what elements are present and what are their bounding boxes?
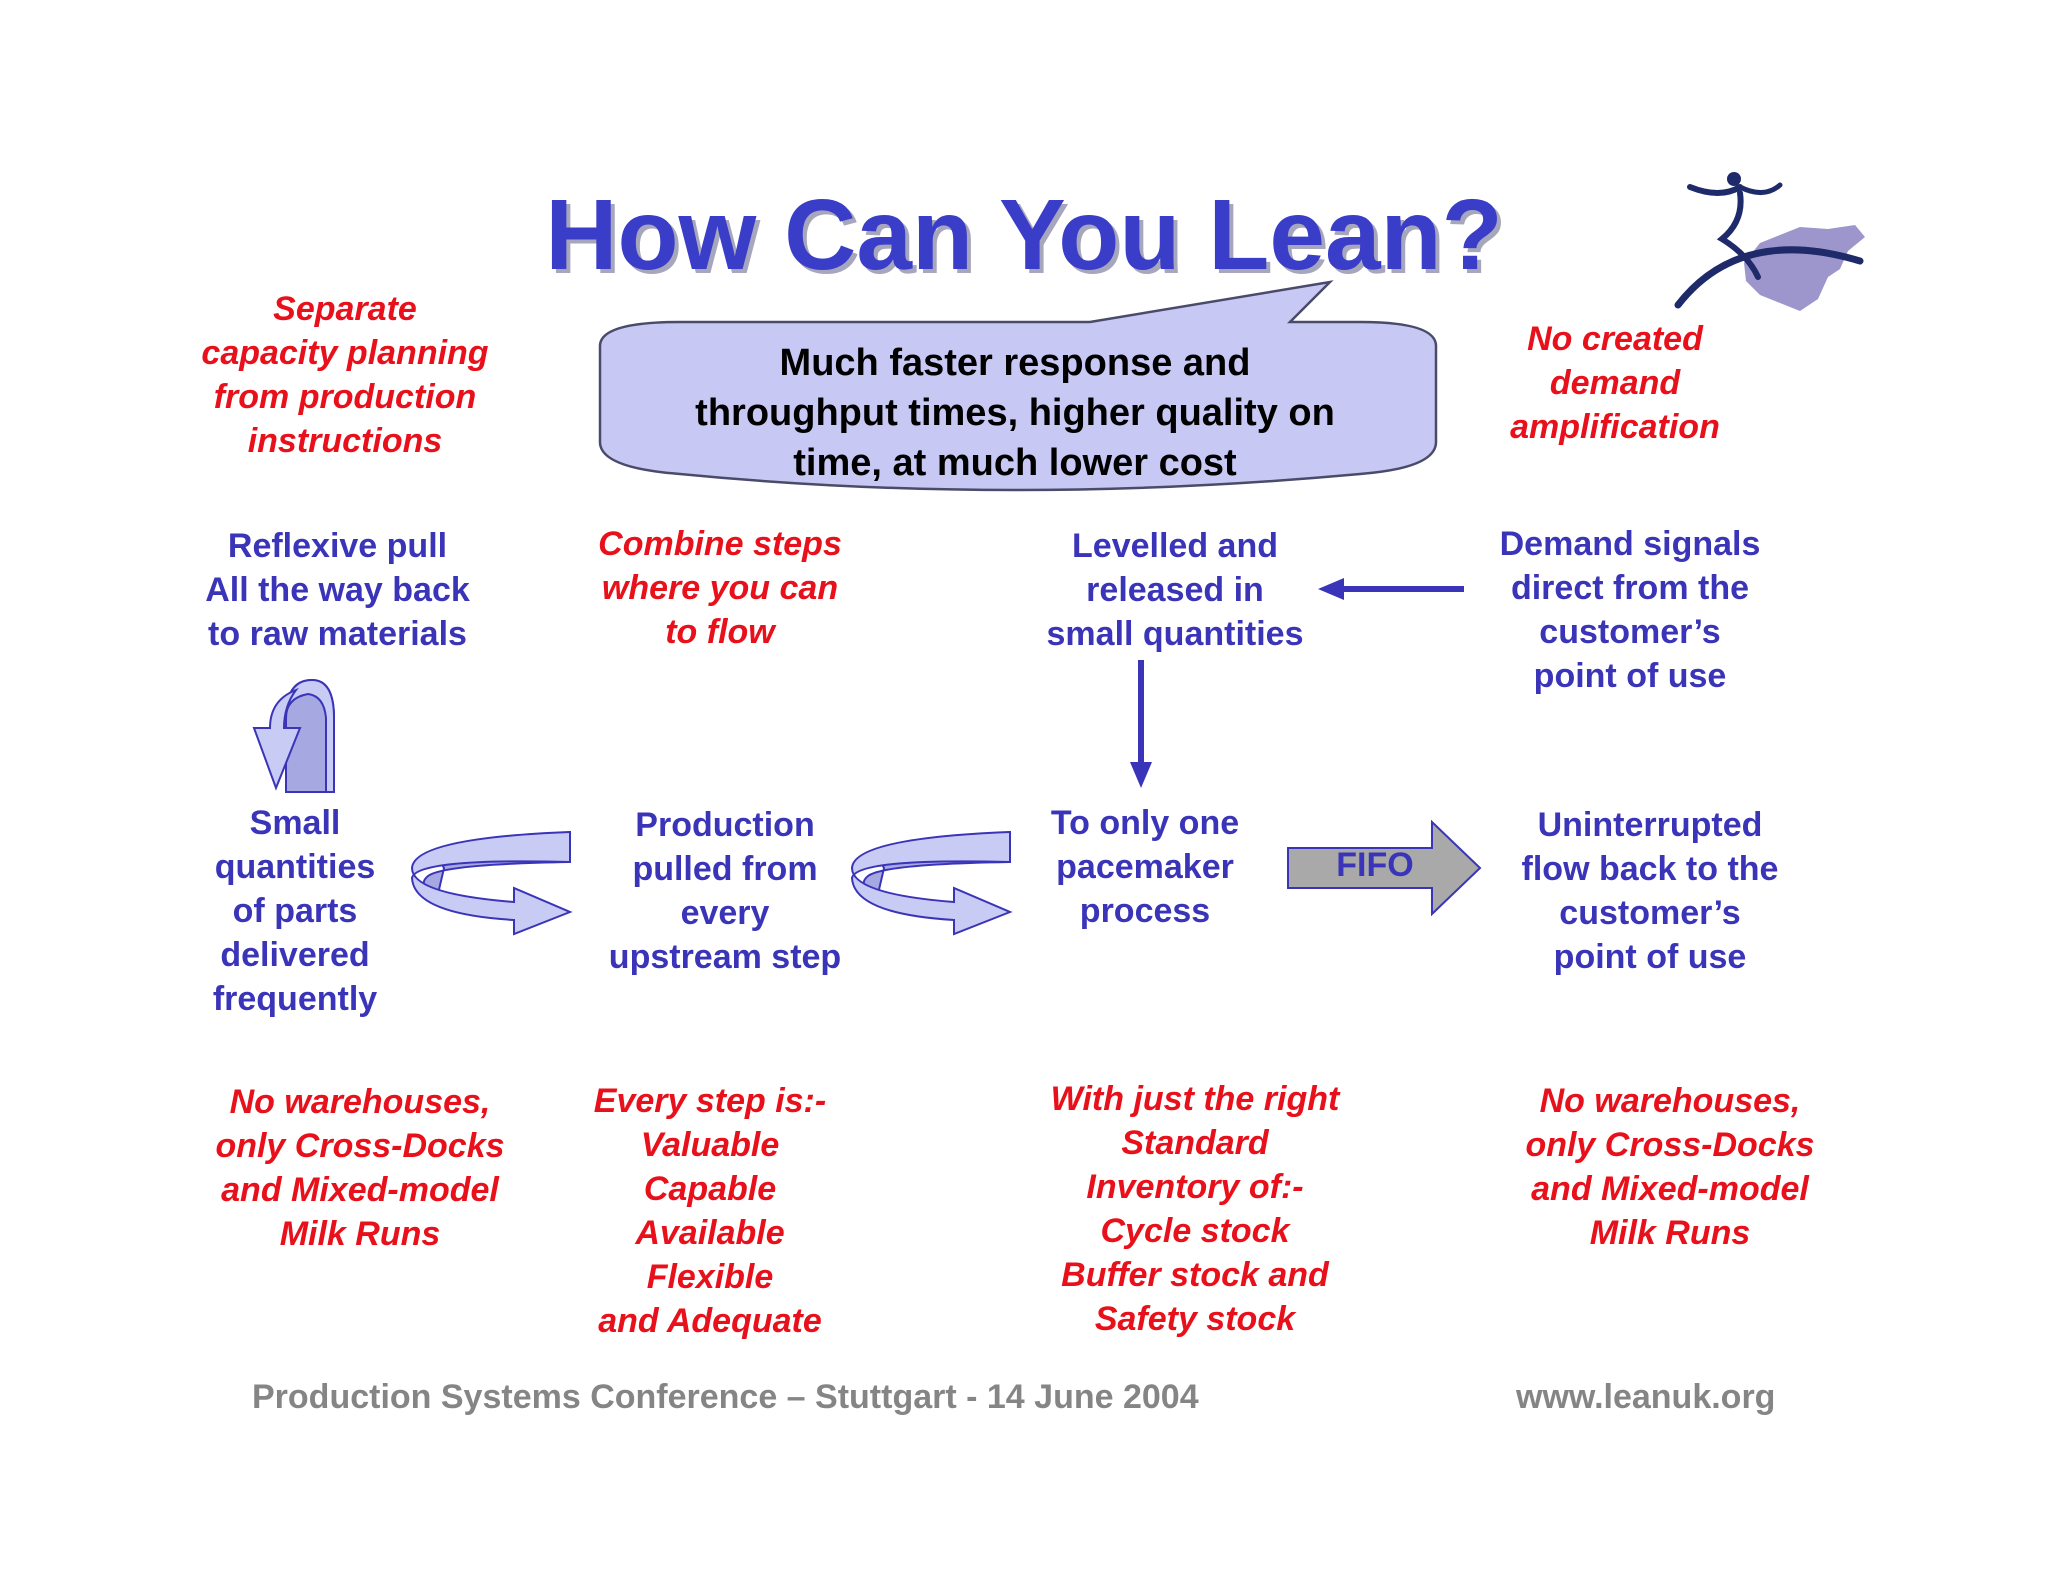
note-separate-capacity: Separate capacity planning from producti… [160,287,530,463]
note-line: and Mixed-model [1531,1170,1809,1208]
callout-text: Much faster response and throughput time… [610,338,1420,488]
note-line: Valuable [640,1126,780,1164]
left-arrow-icon [1318,578,1464,600]
callout-line: Much faster response and [779,342,1251,384]
note-line: only Cross-Docks [215,1127,505,1165]
node-line: customer’s [1539,613,1721,651]
note-line: No created [1527,320,1703,358]
note-line: Standard [1121,1124,1269,1162]
node-line: pacemaker [1056,848,1234,886]
node-uninterrupted-flow: Uninterrupted flow back to the customer’… [1490,803,1810,979]
node-pacemaker: To only one pacemaker process [1000,801,1290,933]
node-demand-signals: Demand signals direct from the customer’… [1470,522,1790,698]
note-standard-inventory: With just the right Standard Inventory o… [1030,1077,1360,1341]
node-line: Uninterrupted [1537,806,1763,844]
note-no-warehouses-left: No warehouses, only Cross-Docks and Mixe… [195,1080,525,1256]
note-line: No warehouses, [1539,1082,1801,1120]
lean-logo-icon [1674,172,1865,311]
note-line: demand [1549,364,1681,402]
note-line: from production [213,378,477,416]
node-line: every [680,894,770,932]
curved-flow-arrow-icon [410,830,573,936]
node-reflexive-pull: Reflexive pull All the way back to raw m… [170,524,505,656]
node-line: frequently [212,980,378,1018]
node-line: Levelled and [1072,527,1278,565]
node-line: quantities [214,848,376,886]
footer-conference: Production Systems Conference – Stuttgar… [252,1378,1199,1416]
note-line: Safety stock [1094,1300,1296,1338]
note-line: Milk Runs [279,1215,441,1253]
note-line: No warehouses, [229,1083,491,1121]
node-line: customer’s [1559,894,1741,932]
node-line: released in [1086,571,1264,609]
callout-bubble [598,280,1438,492]
note-combine-steps: Combine steps where you can to flow [560,522,880,654]
note-line: With just the right [1050,1080,1340,1118]
node-line: point of use [1553,938,1747,976]
node-line: to raw materials [208,615,467,653]
node-line: upstream step [608,938,842,976]
note-line: Separate [273,290,417,328]
node-line: flow back to the [1521,850,1779,888]
node-small-quantities: Small quantities of parts delivered freq… [160,801,430,1021]
node-line: small quantities [1046,615,1304,653]
node-line: pulled from [632,850,818,888]
node-line: Production [635,806,815,844]
note-line: where you can [601,569,839,607]
note-line: only Cross-Docks [1525,1126,1815,1164]
note-line: amplification [1510,408,1720,446]
node-line: direct from the [1510,569,1750,607]
page-title: How Can You Lean? [545,179,1503,291]
node-line: point of use [1533,657,1727,695]
curved-flow-arrow-icon [850,830,1013,936]
note-line: instructions [247,422,443,460]
fifo-arrow-icon [1287,820,1482,916]
note-every-step: Every step is:- Valuable Capable Availab… [560,1079,860,1343]
note-line: Combine steps [598,525,842,563]
footer-website: www.leanuk.org [1516,1378,1776,1416]
node-line: All the way back [205,571,470,609]
note-line: Every step is:- [593,1082,827,1120]
node-levelled: Levelled and released in small quantitie… [1010,524,1340,656]
note-line: Available [635,1214,785,1252]
node-line: of parts [232,892,358,930]
note-line: and Mixed-model [221,1171,499,1209]
note-no-created-demand: No created demand amplification [1470,317,1760,449]
note-line: Cycle stock [1100,1212,1290,1250]
callout-line: time, at much lower cost [793,442,1237,484]
note-line: Inventory of:- [1086,1168,1304,1206]
note-no-warehouses-right: No warehouses, only Cross-Docks and Mixe… [1500,1079,1840,1255]
down-arrow-icon [1130,660,1152,788]
node-line: Reflexive pull [227,527,448,565]
note-line: Capable [643,1170,777,1208]
node-line: process [1079,892,1211,930]
node-line: Demand signals [1499,525,1761,563]
note-line: to flow [665,613,775,651]
note-line: Flexible [646,1258,774,1296]
note-line: capacity planning [201,334,489,372]
fifo-label: FIFO [1336,846,1414,884]
node-line: delivered [220,936,370,974]
node-production-pulled: Production pulled from every upstream st… [570,803,880,979]
note-line: and Adequate [598,1302,822,1340]
node-line: To only one [1050,804,1240,842]
node-line: Small [249,804,341,842]
note-line: Milk Runs [1589,1214,1751,1252]
callout-line: throughput times, higher quality on [695,392,1335,434]
note-line: Buffer stock and [1061,1256,1329,1294]
circular-pull-arrow-icon [252,678,335,793]
